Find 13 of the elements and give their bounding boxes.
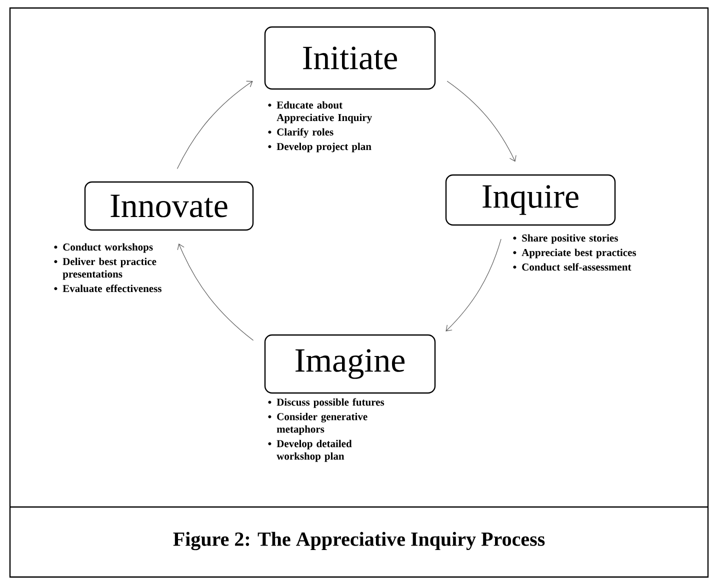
bullet-list: Educate about Appreciative Inquiry Clarify roles Develop project plan bbox=[268, 101, 372, 152]
bullet-list: Discuss possible futures Consider generative metaphors Develop detailed workshop plan bbox=[268, 398, 384, 462]
process-box: Imagine bbox=[264, 334, 436, 394]
arrow bbox=[176, 80, 253, 170]
process-box: Innovate bbox=[84, 181, 254, 231]
process-box: Inquire bbox=[445, 174, 616, 226]
process-box: Initiate bbox=[264, 26, 436, 90]
bullet-list: Conduct workshops Deliver best practice presentations Evaluate effectiveness bbox=[54, 243, 162, 292]
arrow bbox=[446, 80, 516, 162]
arrow bbox=[177, 244, 254, 341]
bullet-list: Share positive stories Appreciate best practices Conduct self-assessment bbox=[513, 234, 636, 271]
arrow bbox=[446, 238, 502, 332]
caption: Figure 2: The Appreciative Inquiry Process bbox=[173, 532, 545, 550]
